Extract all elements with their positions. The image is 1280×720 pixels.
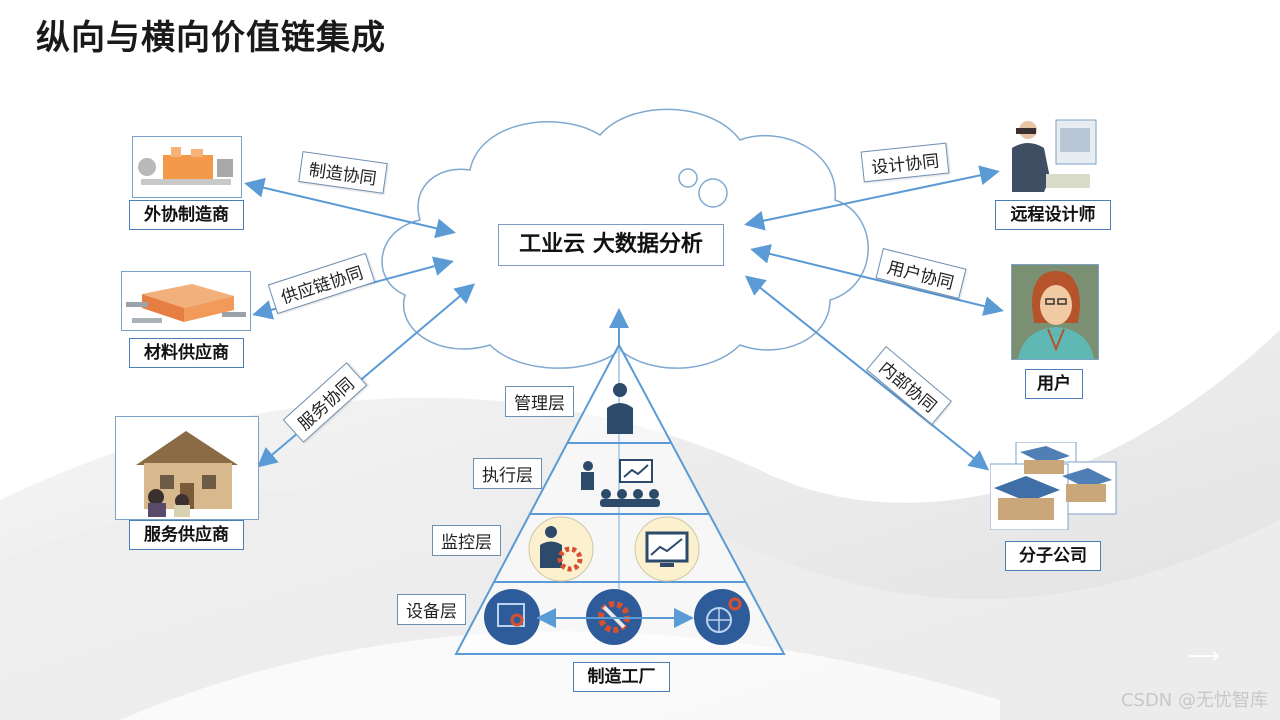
- presenter-icon: [581, 459, 660, 507]
- node-service: 服务供应商: [129, 520, 244, 550]
- layer-management: 管理层: [505, 386, 574, 417]
- watermark: CSDN @无忧智库: [1120, 690, 1268, 711]
- manager-icon: [607, 383, 633, 434]
- arrow-service: [256, 283, 476, 468]
- next-arrow-icon: ⟶: [1188, 644, 1220, 669]
- house-icon: [115, 416, 259, 520]
- layer-execution: 执行层: [473, 458, 542, 489]
- user-avatar-icon: [1011, 264, 1099, 360]
- node-outsource: 外协制造商: [129, 200, 244, 230]
- arrow-manufacturing: [244, 177, 456, 239]
- designer-icon: [1010, 118, 1098, 192]
- layer-device: 设备层: [397, 594, 466, 625]
- engineer-gear-icon: [528, 516, 594, 582]
- node-branch: 分子公司: [1005, 541, 1101, 571]
- cloud-bubble-small: [678, 168, 698, 188]
- center-label: 工业云 大数据分析: [498, 224, 724, 266]
- browser-gear-icon: [484, 589, 540, 645]
- arrow-internal: [744, 275, 990, 471]
- factory-icon: [132, 136, 242, 198]
- cloud-bubble-mid: [698, 178, 728, 208]
- node-factory: 制造工厂: [573, 662, 670, 692]
- node-user: 用户: [1025, 369, 1083, 399]
- node-material: 材料供应商: [129, 338, 244, 368]
- monitor-chart-icon: [634, 516, 700, 582]
- page-title: 纵向与横向价值链集成: [36, 18, 386, 58]
- buildings-icon: [989, 441, 1117, 531]
- arrow-design: [744, 165, 1000, 231]
- warehouse-icon: [121, 271, 251, 331]
- node-designer: 远程设计师: [995, 200, 1111, 230]
- globe-gear-icon: [694, 589, 750, 645]
- layer-monitoring: 监控层: [432, 525, 501, 556]
